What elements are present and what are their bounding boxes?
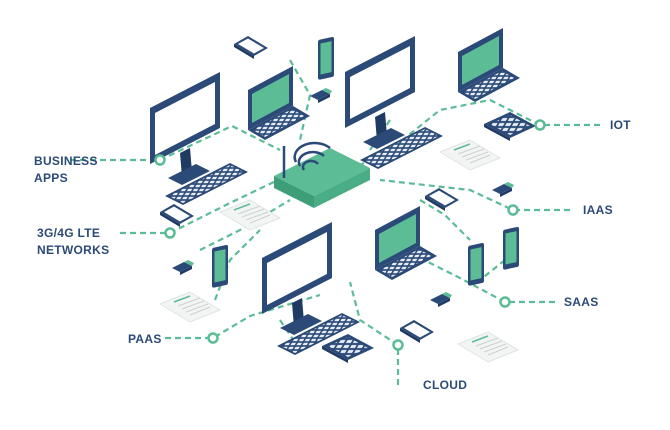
smartphone-icon (425, 188, 459, 211)
document-icon (457, 331, 519, 363)
connection-node-dots (154, 119, 546, 351)
wifi-router-icon (274, 141, 370, 208)
label-business-apps: BUSINESS APPS (34, 154, 98, 185)
smartphone-icon (503, 226, 519, 270)
label-saas: SAAS (564, 295, 599, 309)
usb-stick-icon (430, 292, 452, 307)
calculator-icon (484, 112, 536, 141)
smartphone-icon (234, 36, 268, 59)
smartphone-icon (318, 36, 334, 80)
document-icon (159, 291, 221, 323)
label-paas: PAAS (128, 332, 162, 346)
usb-stick-icon (492, 182, 514, 197)
desktop-monitor-icon (262, 222, 360, 355)
desktop-monitor-icon (150, 72, 248, 205)
smartphone-icon (400, 320, 434, 343)
laptop-icon (375, 206, 437, 280)
smartphone-icon (468, 242, 484, 286)
document-icon (439, 139, 501, 171)
label-iot: IOT (610, 118, 631, 132)
label-3g-4g-lte-networks: 3G/4G LTE NETWORKS (37, 226, 110, 257)
label-iaas: IAAS (583, 203, 613, 217)
network-connections (70, 59, 600, 385)
laptop-icon (458, 28, 520, 102)
usb-stick-icon (310, 88, 332, 103)
calculator-icon (322, 334, 374, 363)
usb-stick-icon (172, 260, 194, 275)
desktop-monitor-icon (345, 36, 443, 169)
smartphone-icon (212, 244, 228, 288)
label-cloud: CLOUD (423, 378, 468, 392)
